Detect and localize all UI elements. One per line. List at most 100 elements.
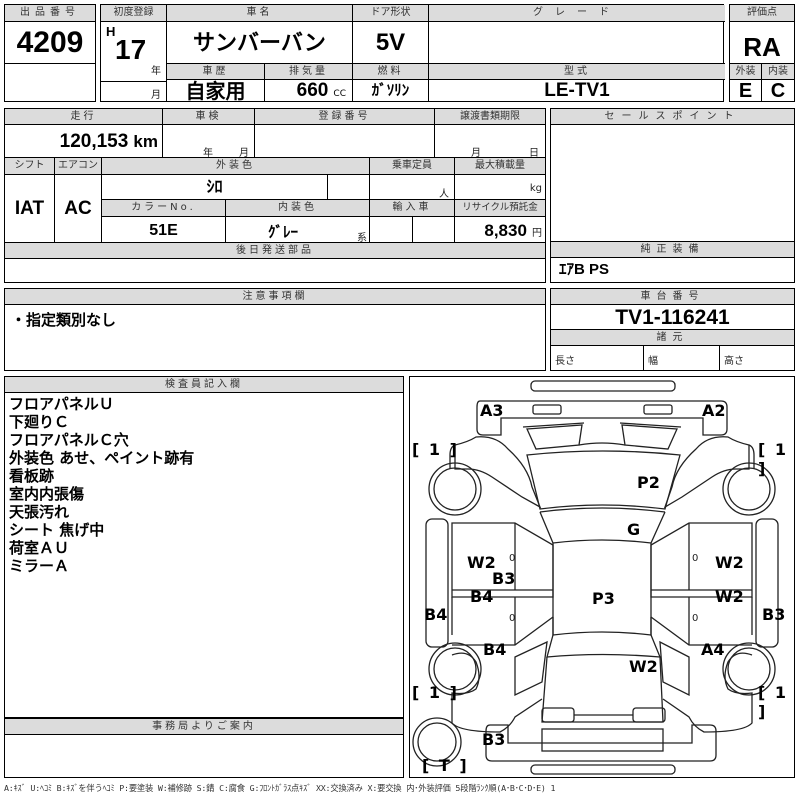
first-reg-value: H 17 年 月: [101, 22, 167, 101]
inspection-label: 車検: [163, 109, 255, 125]
first-reg-label: 初度登録: [101, 5, 167, 22]
int-score-value: C: [770, 80, 786, 102]
capacity-unit: 人: [439, 189, 449, 200]
tire-fr: [722, 462, 776, 516]
displacement-value: 660: [296, 80, 329, 101]
door-label: ドア形状: [353, 5, 429, 22]
tire-rl-rating: [ 1 ]: [412, 683, 459, 702]
rear-side-right: [650, 616, 752, 646]
door-value: 5V: [353, 22, 429, 64]
car-name-label: 車名: [167, 5, 353, 22]
mark-b4-rear-quarter: B4: [483, 640, 507, 659]
chassis-label: 車台番号: [551, 289, 794, 305]
inspector-note: 看板跡: [9, 467, 55, 485]
zero-mark: 0: [509, 553, 516, 564]
recycle-label: リサイクル預託金: [455, 200, 545, 217]
sales-point-label: セールスポイント: [551, 109, 794, 125]
inspection-cell: 年 月: [163, 125, 255, 158]
model-value: LE-TV1: [544, 80, 610, 101]
specs-label: 諸元: [551, 330, 794, 346]
ext-color-label: 外装色: [102, 158, 370, 175]
front-door-right: [650, 522, 753, 598]
max-load-unit: kg: [529, 183, 542, 194]
int-color-suffix: 系: [357, 233, 367, 243]
damage-diagram: A3 A2 P2 G W2 W2 B3 B4 P3 W2 B4 B3 B4 A4…: [409, 376, 795, 778]
inspector-note: シート 焦げ中: [9, 521, 105, 539]
equipment-value: ｴｱB PS: [559, 261, 610, 278]
deadline-month-unit: 月: [471, 148, 481, 158]
grade-value: [429, 22, 725, 64]
tire-fl: [428, 462, 482, 516]
score-value: RA: [730, 22, 794, 64]
fender-right: [663, 436, 750, 509]
capacity-cell: 人: [370, 175, 455, 200]
import-label: 輸入車: [370, 200, 455, 217]
tail-right: [632, 707, 666, 723]
mark-w2-back-door: W2: [629, 657, 658, 676]
mileage-unit: km: [133, 132, 158, 151]
mileage-value: 120,153: [59, 131, 129, 152]
history-value: 自家用: [167, 80, 265, 101]
rear-panel: [541, 728, 664, 752]
shift-value: IAT: [5, 175, 55, 243]
int-score-label: 内装: [762, 64, 794, 80]
shift-label: シフト: [5, 158, 55, 175]
year-unit: 年: [151, 66, 161, 77]
mark-w2-rear-right: W2: [715, 587, 744, 606]
max-load-cell: kg: [455, 175, 545, 200]
headlight-left: [526, 424, 583, 450]
rear-bar: [530, 764, 676, 775]
ext-score-value: E: [730, 80, 762, 102]
tire-fr-rating: [ 1 ]: [758, 440, 789, 478]
inspector-notes: フロアパネルＵ 下廻りＣ フロアパネルＣ穴 外装色 あせ、ペイント跡有 看板跡 …: [5, 393, 403, 577]
int-color-value: ｸﾞﾚｰ: [268, 224, 299, 241]
mark-w2-front-left: W2: [467, 553, 496, 572]
inspector-box: 検査員記入欄 フロアパネルＵ 下廻りＣ フロアパネルＣ穴 外装色 あせ、ペイント…: [4, 376, 404, 718]
mileage-label: 走行: [5, 109, 163, 125]
spec-height: 高さ: [724, 356, 744, 367]
spec-length: 長さ: [551, 346, 644, 370]
mark-a2: A2: [702, 401, 726, 420]
registration-label: 登録番号: [255, 109, 435, 125]
fog-right: [643, 404, 673, 415]
aircon-label: エアコン: [55, 158, 102, 175]
quarter-left: [514, 640, 548, 697]
mileage-cell: 120,153 km: [5, 125, 163, 158]
capacity-label: 乗車定員: [370, 158, 455, 175]
reg-year: 17: [115, 34, 147, 65]
chassis-box: 車台番号 TV1-116241 諸元 長さ 幅 高さ: [550, 288, 795, 371]
color-no-label: カラーNo.: [102, 200, 226, 217]
sales-point-content: [551, 125, 794, 242]
back-door: [541, 656, 664, 723]
inspector-note: フロアパネルＣ穴: [9, 431, 129, 449]
import-cell-b: [413, 217, 455, 243]
roof: [552, 543, 652, 636]
score-label: 評価点: [730, 5, 794, 22]
inspector-note: 荷室ＡＵ: [9, 539, 70, 557]
displacement-label: 排気量: [265, 64, 353, 80]
tire-fl-rating: [ 1 ]: [412, 440, 459, 459]
equipment-label: 純正装備: [551, 242, 794, 258]
lot-label: 出品番号: [5, 5, 95, 22]
vehicle-info-box: 初度登録 H 17 年 月 車名 サンバーバン ドア形状 5V グレード 車歴 …: [100, 4, 725, 102]
int-color-cell: ｸﾞﾚｰ 系: [226, 217, 370, 243]
grade-label: グレード: [429, 5, 725, 22]
mark-a4: A4: [701, 640, 725, 659]
history-label: 車歴: [167, 64, 265, 80]
inspector-note: 天張汚れ: [9, 503, 70, 521]
windshield: [539, 511, 666, 544]
tire-rr: [722, 642, 776, 696]
inspector-note: 外装色 あせ、ペイント跡有: [9, 449, 195, 467]
mark-b3-bumper: B3: [482, 730, 506, 749]
fuel-value: ｶﾞｿﾘﾝ: [353, 80, 429, 101]
headlight-right: [621, 424, 678, 450]
spec-width: 幅: [644, 346, 720, 370]
office-label: 事務局よりご案内: [5, 718, 403, 735]
quarter-right: [659, 640, 690, 697]
int-color-label: 内装色: [226, 200, 370, 217]
inspector-note: フロアパネルＵ: [9, 395, 114, 413]
details-box: 走行 120,153 km 車検 年 月 登録番号 譲渡書類期限 月 日 シフト…: [4, 108, 546, 283]
lot-number: 4209: [5, 22, 95, 64]
car-outline: [412, 380, 779, 775]
sill-left: [425, 518, 449, 648]
